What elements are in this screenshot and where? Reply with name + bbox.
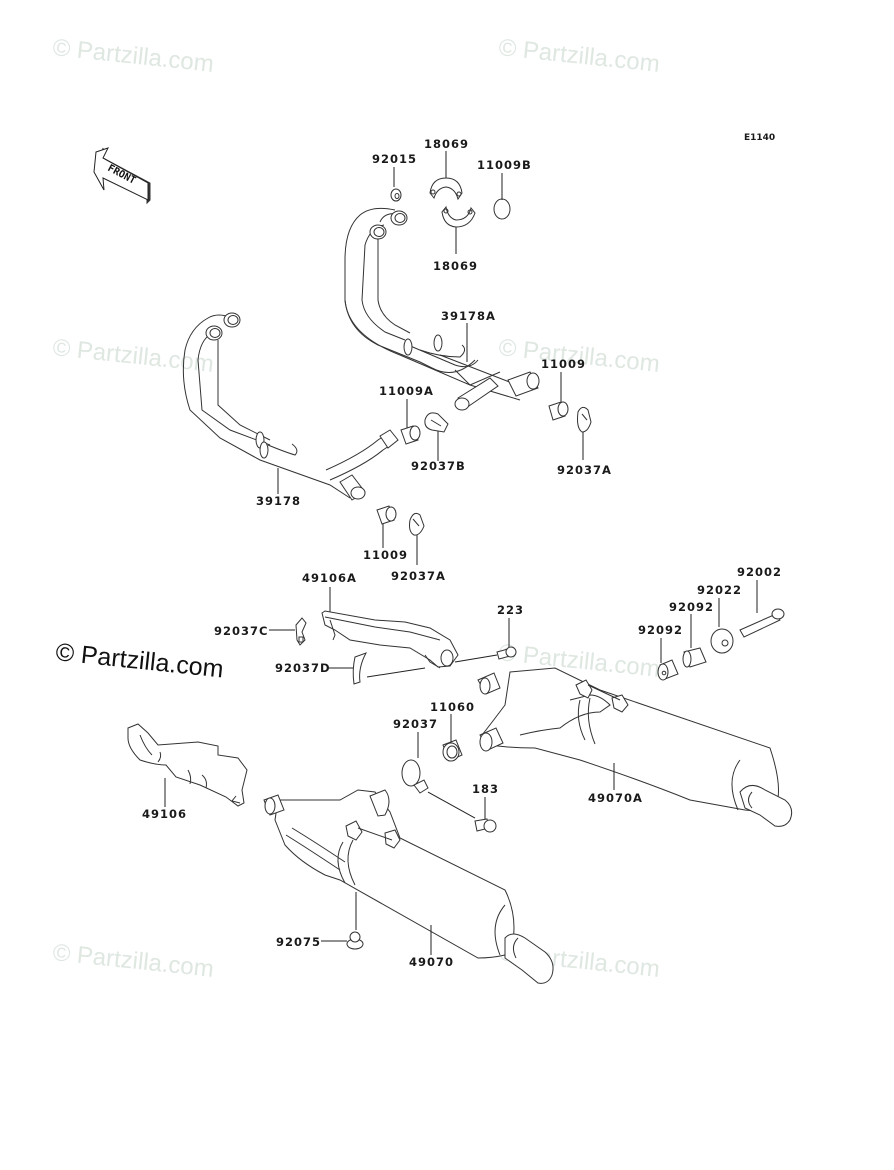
callout-92002: 92002: [737, 565, 782, 579]
watermark: © Partzilla.com: [51, 34, 215, 78]
callout-39178A: 39178A: [441, 309, 496, 323]
watermark: © Partzilla.com: [51, 939, 215, 983]
part-49106A[interactable]: 49106A: [302, 571, 459, 669]
part-92037D[interactable]: 92037D: [275, 652, 426, 685]
part-92037A-right[interactable]: 92037A: [557, 406, 612, 477]
part-92037A-left[interactable]: 92037A: [391, 512, 446, 583]
part-49070[interactable]: 49070: [263, 789, 554, 984]
callout-92037: 92037: [393, 717, 438, 731]
watermark: © Partzilla.com: [497, 34, 661, 78]
callout-11009-left: 11009: [363, 548, 408, 562]
callout-11009A: 11009A: [379, 384, 434, 398]
part-92002[interactable]: 92002: [737, 565, 785, 638]
part-11009-left[interactable]: 11009: [363, 505, 408, 562]
part-39178[interactable]: 39178: [182, 312, 399, 508]
callout-92075: 92075: [276, 935, 321, 949]
callout-11009B: 11009B: [477, 158, 532, 172]
part-11009A[interactable]: 11009A: [379, 384, 434, 445]
part-92037[interactable]: 92037: [393, 717, 476, 819]
part-92015[interactable]: 92015: [372, 152, 417, 202]
part-92092-upper[interactable]: 92092: [669, 600, 714, 668]
part-92037C[interactable]: 92037C: [214, 617, 307, 646]
part-11009B[interactable]: 11009B: [477, 158, 532, 220]
callout-39178: 39178: [256, 494, 301, 508]
callout-183: 183: [472, 782, 499, 796]
callout-92037A-left: 92037A: [391, 569, 446, 583]
callout-92015: 92015: [372, 152, 417, 166]
part-18069-bottom[interactable]: 18069: [433, 205, 478, 273]
callout-49106A: 49106A: [302, 571, 357, 585]
part-11060[interactable]: 11060: [430, 700, 475, 762]
part-49106[interactable]: 49106: [127, 723, 248, 821]
callout-18069-bottom: 18069: [433, 259, 478, 273]
callout-49070A: 49070A: [588, 791, 643, 805]
part-18069-top[interactable]: 18069: [424, 137, 469, 201]
callout-92037C: 92037C: [214, 624, 268, 638]
callout-223: 223: [497, 603, 524, 617]
part-183[interactable]: 183: [472, 782, 499, 833]
front-arrow-icon: FRONT: [93, 147, 151, 205]
callout-92092-lower: 92092: [638, 623, 683, 637]
watermark: © Partzilla.com: [51, 334, 215, 378]
part-223[interactable]: 223: [454, 603, 524, 663]
callout-92022: 92022: [697, 583, 742, 597]
callout-11009-right: 11009: [541, 357, 586, 371]
callout-92092-upper: 92092: [669, 600, 714, 614]
diagram-code: E1140: [744, 133, 775, 143]
part-39178A[interactable]: 39178A: [344, 207, 540, 411]
callout-18069-top: 18069: [424, 137, 469, 151]
callout-49070: 49070: [409, 955, 454, 969]
callout-92037D: 92037D: [275, 661, 331, 675]
watermark-dark: © Partzilla.com: [54, 638, 224, 683]
callout-11060: 11060: [430, 700, 475, 714]
part-92092-lower[interactable]: 92092: [638, 623, 683, 681]
callout-49106: 49106: [142, 807, 187, 821]
part-92075[interactable]: 92075: [276, 892, 364, 950]
part-11009-right[interactable]: 11009: [541, 357, 586, 421]
callout-92037A-right: 92037A: [557, 463, 612, 477]
part-92022[interactable]: 92022: [697, 583, 742, 654]
part-92037B[interactable]: 92037B: [411, 412, 466, 473]
watermark: © Partzilla.com: [497, 334, 661, 378]
part-49070A[interactable]: 49070A: [477, 667, 793, 827]
callout-92037B: 92037B: [411, 459, 466, 473]
